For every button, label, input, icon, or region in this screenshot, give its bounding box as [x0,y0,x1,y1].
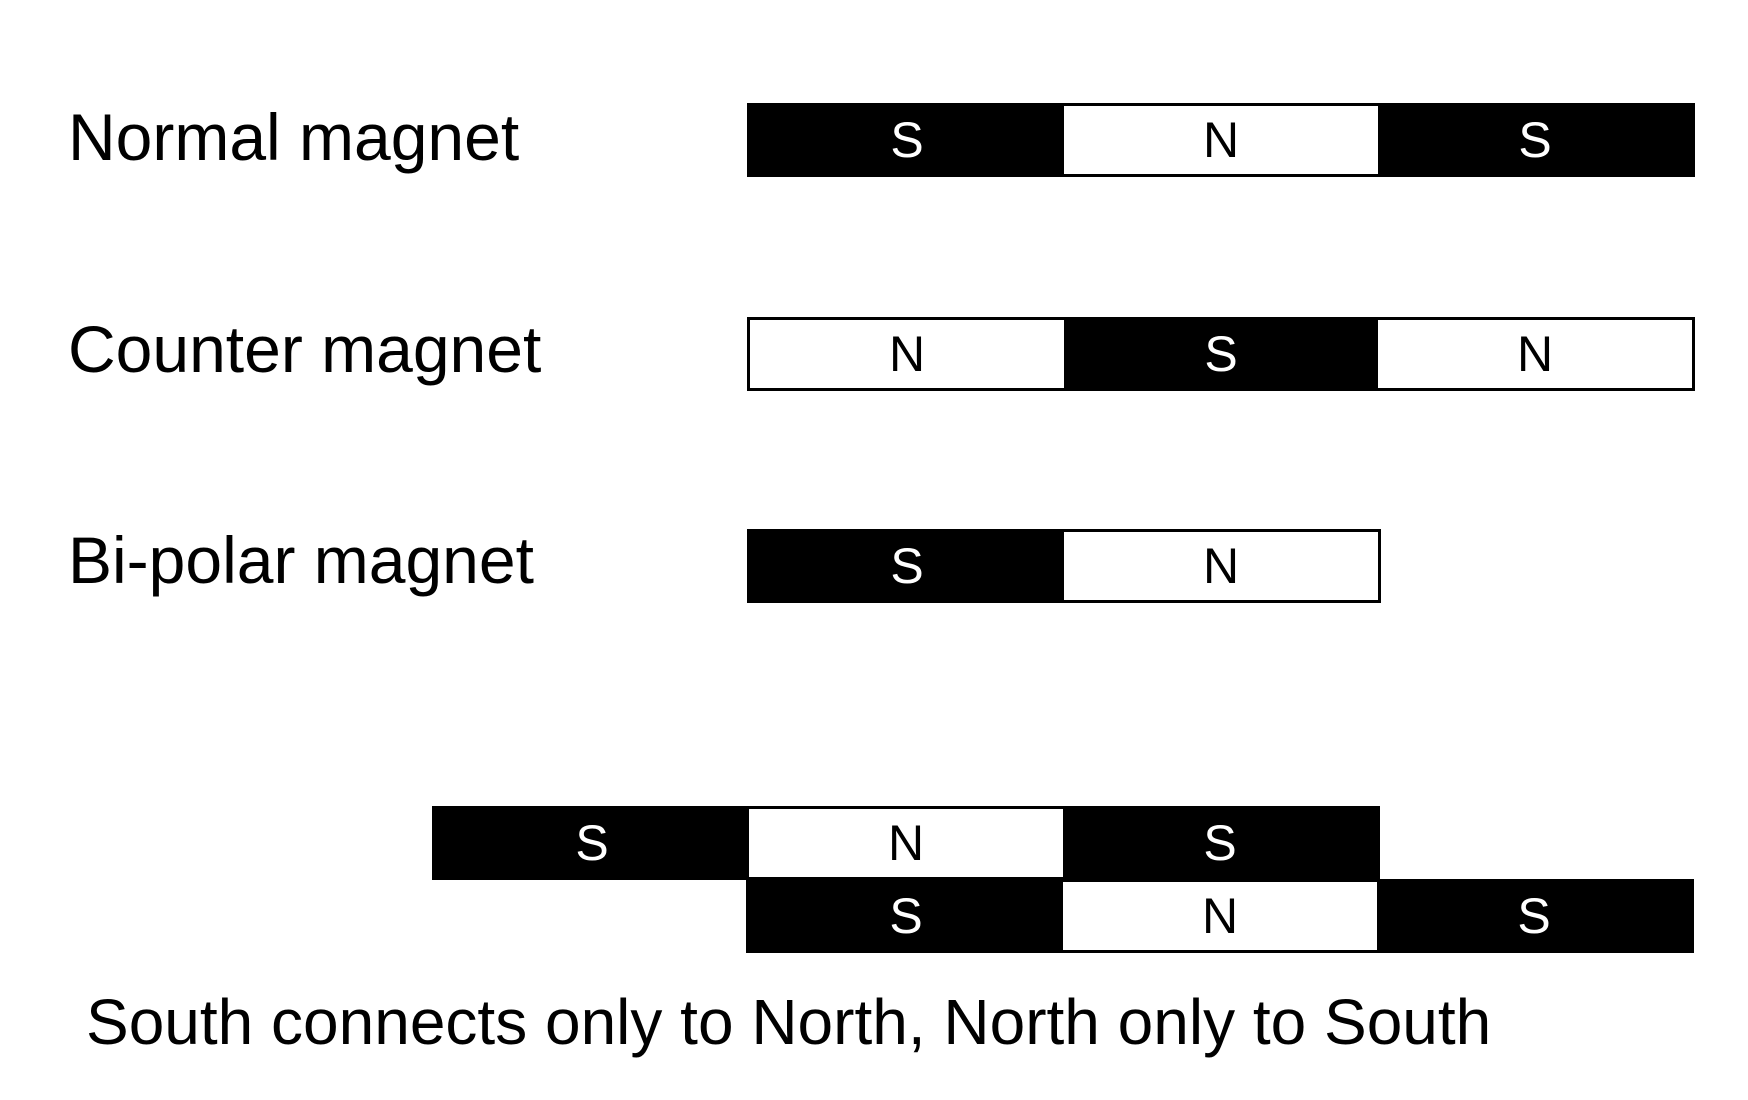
pole-segment: S [1063,809,1377,877]
pole-segment: S [1064,320,1378,388]
pole-segment: S [1377,882,1691,950]
pole-segment: N [750,320,1064,388]
pole-segment: N [749,809,1063,877]
example-top-magnet: S N S [432,806,1380,880]
pole-segment: N [1064,532,1378,600]
normal-magnet-label: Normal magnet [68,100,520,174]
normal-magnet-bar: S N S [747,103,1695,177]
example-bottom-magnet: S N S [746,879,1694,953]
pole-segment: S [749,882,1063,950]
pole-segment: S [435,809,749,877]
pole-segment: N [1064,106,1378,174]
pole-segment: S [750,532,1064,600]
pole-segment: N [1063,882,1377,950]
pole-segment: N [1378,320,1692,388]
caption: South connects only to North, North only… [86,986,1492,1058]
bipolar-magnet-bar: S N [747,529,1381,603]
pole-segment: S [750,106,1064,174]
counter-magnet-bar: N S N [747,317,1695,391]
pole-segment: S [1378,106,1692,174]
counter-magnet-label: Counter magnet [68,312,542,386]
bipolar-magnet-label: Bi-polar magnet [68,523,534,597]
